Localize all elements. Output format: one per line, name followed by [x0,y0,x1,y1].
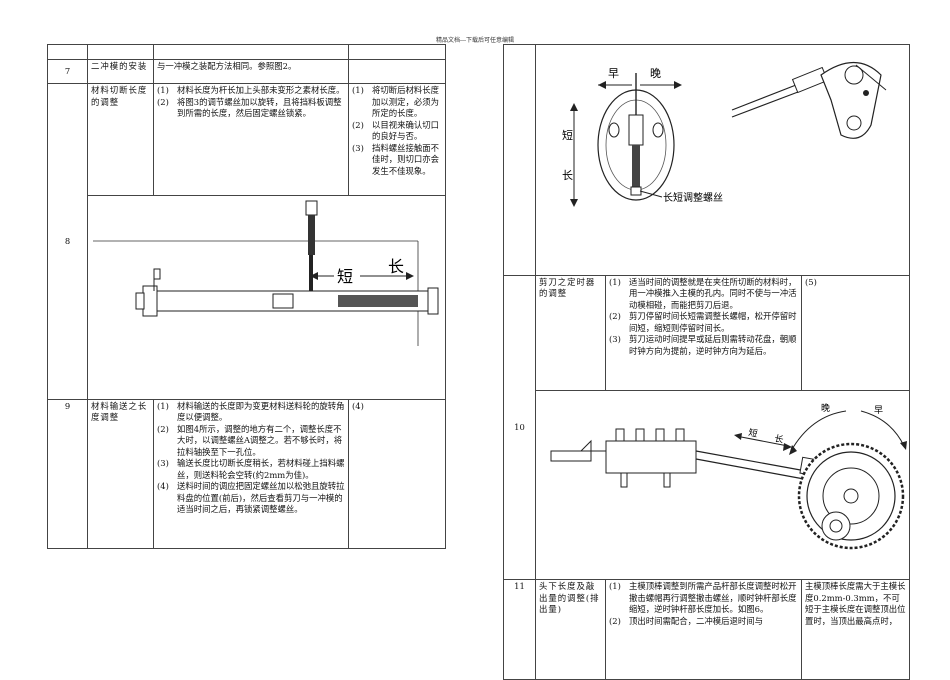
label-late: 晚 [821,403,830,414]
list-item: (2)顶出时间需配合，二冲模后退时间与 [609,615,763,626]
label-early: 早 [608,67,619,80]
row-number: 7 [47,59,88,84]
label-long: 长 [562,169,573,182]
table-row: 10 剪刀之定时器的调整 (1)适当时间的调整就是在夹住所切断的材料时，用一冲模… [503,274,911,580]
label-short: 短 [747,426,758,440]
item-name: 剪刀之定时器的调整 [535,274,606,391]
step-list: (1)适当时间的调整就是在夹住所切断的材料时，用一冲模推入主模的孔内。同时不使与… [605,274,802,391]
list-item: (2)如图4所示，调整的地方有二个，调整长度不大时，以调整螺丝A调整之。若不够长… [157,423,343,457]
list-item: (2)将图3的调节螺丝加以旋转，且将挡料板调整到所需的长度，然后固定螺丝锁紧。 [157,96,342,119]
item-name: 材料切断长度的调整 [87,83,154,196]
list-item: (3)输送长度比切断长度稍长，若材料碰上挡料螺丝，则送料轮会空转(约2mm为佳)… [157,458,345,480]
label-short: 短 [337,267,353,286]
right-table: 早 晚 短 长 长短调整螺丝 [503,44,911,680]
page-header-note: 精品文档---下载后可任意编辑 [435,37,515,44]
figure-cell: 短 长 晚 早 [534,389,911,580]
row-note: (5) [800,274,911,391]
figure-cell: 早 晚 短 长 长短调整螺丝 [534,44,911,276]
list-item: (3)剪刀运动时间提早或延后则需转动花盘，朝顺时钟方向为提前，逆时钟方向为延后。 [609,334,797,356]
table-row: 8 材料切断长度的调整 (1)材料长度为杆长加上头部未变形之素材长度。 (2)将… [47,83,446,400]
cutoff-length-figure: 短 长 [93,200,439,346]
step-list: (1)材料长度为杆长加上头部未变形之素材长度。 (2)将图3的调节螺丝加以旋转，… [153,83,349,196]
item-name: 二冲模的安装 [87,59,154,84]
row-note: (4) [348,398,446,549]
list-item: (3)挡料螺丝接触面不佳时，则切口亦会发生不佳现象。 [352,142,439,176]
list-item: (2)剪刀停留时间长短需调整长螺帽，松开停留时间短，缩短则停留时间长。 [609,311,797,333]
row-number: 10 [503,274,536,580]
list-item: (1)材料输送的长度即为变更材料送料轮的旋转角度以便调整。 [157,400,345,423]
row-note: 主模顶棒长度需大于主模长度0.2mm-0.3mm，不可短于主模长度在调整顶出位置… [800,579,911,680]
list-item: (1)将切断后材料长度加以测定，必须为所定的长度。 [352,85,439,118]
row-number: 9 [47,398,88,549]
shear-length-figure: 早 晚 短 长 长短调整螺丝 [562,62,887,207]
blank-cell [47,44,88,60]
label-short: 短 [562,128,573,142]
table-row: 11 头下长度及敲出量的调整(排出量) (1)主模顶棒调整到所需产品杆部长度调整… [503,579,911,680]
note-list: (1)将切断后材料长度加以测定，必须为所定的长度。 (2)以目视来确认切口的良好… [348,83,446,196]
step-list: (1)材料输送的长度即为变更材料送料轮的旋转角度以便调整。 (2)如图4所示，调… [153,398,349,549]
list-item: (1)适当时间的调整就是在夹住所切断的材料时，用一冲模推入主模的孔内。同时不使与… [609,276,797,310]
label-long: 长 [388,257,404,276]
row-number: 11 [503,579,536,680]
label-long: 长 [773,432,784,446]
label-screw: 长短调整螺丝 [663,191,723,204]
list-item: (1)主模顶棒调整到所需产品杆部长度调整时松开撤击螺帽再行调整撤击螺丝，顺时钟杆… [609,581,797,614]
label-early: 早 [874,405,883,416]
figure-cell: 短 长 [87,195,446,400]
row-number: 8 [47,83,88,400]
step-list: (1)主模顶棒调整到所需产品杆部长度调整时松开撤击螺帽再行调整撤击螺丝，顺时钟杆… [605,579,802,680]
list-item: (1)材料长度为杆长加上头部未变形之素材长度。 [157,85,345,95]
item-name: 头下长度及敲出量的调整(排出量) [535,579,606,680]
left-table: 7 二冲模的安装 与一冲模之装配方法相同。参照图2。 8 材料切断长度的调整 (… [47,44,446,549]
list-item: (4)送料时间的调应把固定螺丝加以松弛且旋转拉料盘的位置(前后)，然后查看剪刀与… [157,481,345,514]
shear-timing-figure: 短 长 晚 早 [550,403,907,549]
table-row: 9 材料输送之长度调整 (1)材料输送的长度即为变更材料送料轮的旋转角度以便调整… [47,398,446,549]
item-name: 材料输送之长度调整 [87,398,154,549]
list-item: (2)以目视来确认切口的良好与否。 [352,119,439,142]
label-late: 晚 [650,67,661,80]
row-description: 与一冲模之装配方法相同。参照图2。 [153,59,349,84]
table-row: 7 二冲模的安装 与一冲模之装配方法相同。参照图2。 [47,59,446,84]
